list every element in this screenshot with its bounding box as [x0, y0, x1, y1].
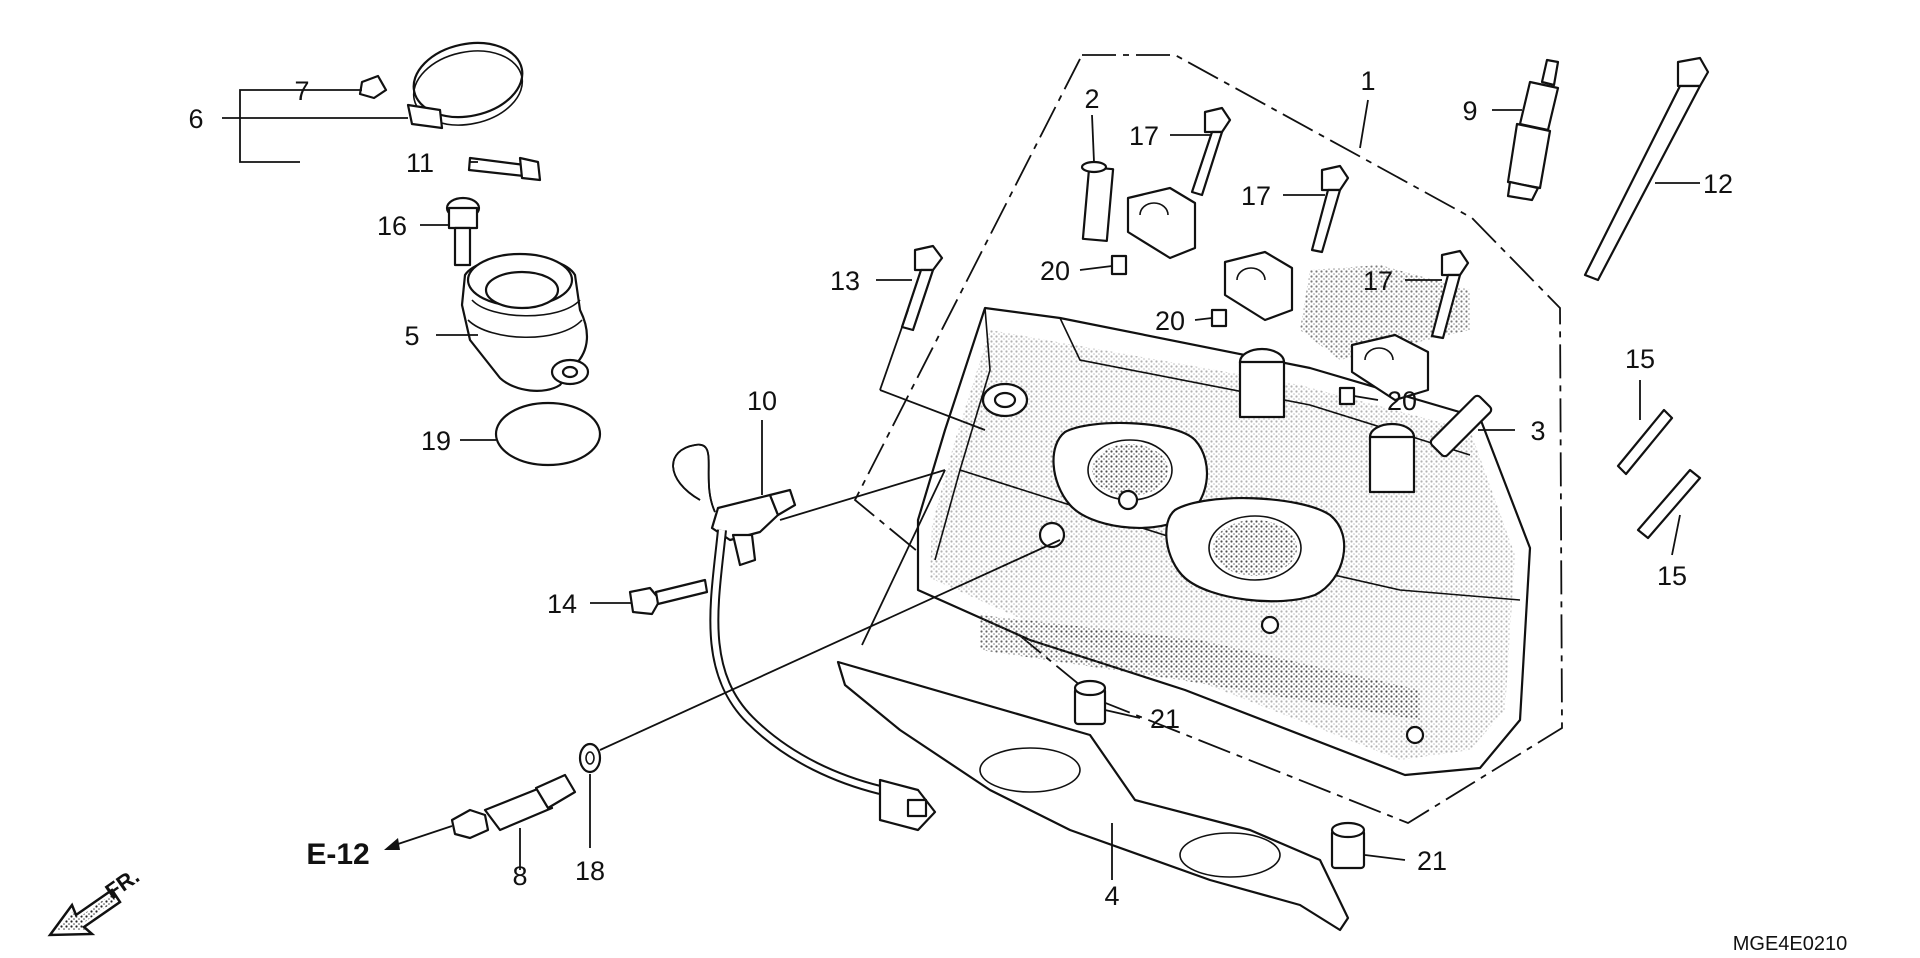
clamp-band-6 [406, 41, 524, 130]
callout-14: 14 [547, 589, 577, 619]
sensor-10 [672, 443, 937, 832]
bolt-16 [445, 196, 481, 267]
pipe-part-2 [1080, 160, 1115, 243]
washer-18 [578, 742, 602, 774]
callout-18: 18 [575, 856, 605, 886]
callout-2: 2 [1084, 84, 1099, 114]
callout-16: 16 [377, 211, 407, 241]
bolt-11 [467, 156, 542, 182]
stud-bolt-15b [1636, 468, 1702, 540]
callout-21b: 21 [1417, 846, 1447, 876]
callout-6: 6 [188, 104, 203, 134]
drawing-code: MGE4E0210 [1733, 933, 1848, 955]
callout-17a: 17 [1129, 121, 1159, 151]
callout-labels: 1 2 3 4 5 6 7 8 9 10 11 12 13 14 15 15 1… [188, 66, 1733, 911]
pipe-part-3 [1429, 394, 1493, 458]
front-arrow-icon: FR. [47, 863, 144, 937]
bolt-14 [628, 578, 709, 616]
leader-lines [222, 89, 1700, 880]
callout-20b: 20 [1155, 306, 1185, 336]
callout-20a: 20 [1040, 256, 1070, 286]
bolt-17a [1190, 106, 1232, 197]
callout-15a: 15 [1625, 344, 1655, 374]
dowel-pin-20b [1210, 308, 1228, 328]
callout-12: 12 [1703, 169, 1733, 199]
stud-bolt-12 [1583, 56, 1710, 282]
callout-10: 10 [747, 386, 777, 416]
camshaft-holder-a [1126, 186, 1197, 260]
bolt-17c [1430, 249, 1470, 340]
dowel-pin-20a [1110, 254, 1128, 276]
callout-17c: 17 [1363, 266, 1393, 296]
stud-bolt-15a [1616, 408, 1674, 476]
nut-7 [358, 74, 388, 100]
callout-3: 3 [1530, 416, 1545, 446]
camshaft-holder-b [1223, 250, 1294, 322]
callout-13: 13 [830, 266, 860, 296]
callout-9: 9 [1462, 96, 1477, 126]
camshaft-holder-c [1350, 333, 1430, 402]
bolt-13 [900, 244, 944, 332]
dowel-pin-21b [1330, 821, 1366, 870]
reference-e12: E-12 [306, 838, 369, 871]
callout-7: 7 [294, 76, 309, 106]
callout-5: 5 [404, 321, 419, 351]
callout-1: 1 [1360, 66, 1375, 96]
callout-11: 11 [406, 148, 434, 178]
head-shadow [980, 615, 1420, 720]
callout-19: 19 [421, 426, 451, 456]
sensor-8 [450, 773, 577, 840]
spark-plug-9 [1506, 58, 1560, 202]
cylinder-head [916, 306, 1532, 777]
callout-15b: 15 [1657, 561, 1687, 591]
callout-4: 4 [1104, 881, 1119, 911]
head-shadow-upper [1300, 265, 1470, 360]
head-gasket-4 [836, 660, 1350, 932]
callout-21a: 21 [1150, 704, 1180, 734]
washer-hole [585, 751, 595, 765]
bolt-17b [1310, 164, 1350, 254]
o-ring-19 [494, 401, 602, 467]
dowel-pin-21a [1073, 679, 1107, 726]
dowel-pin-20c [1338, 386, 1356, 406]
callout-17b: 17 [1241, 181, 1271, 211]
callout-20c: 20 [1387, 386, 1417, 416]
insulator-5 [460, 252, 590, 392]
callout-8: 8 [512, 861, 527, 891]
